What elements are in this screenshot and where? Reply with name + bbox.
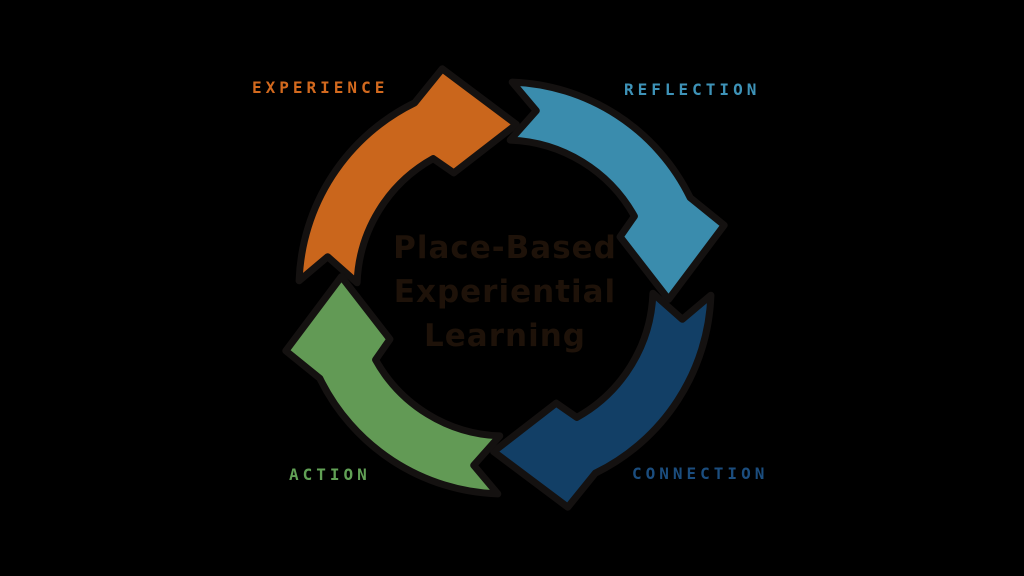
arrow-reflection <box>506 78 728 303</box>
title-line-3: Learning <box>424 318 586 354</box>
stage-label-action: ACTION <box>289 465 371 484</box>
stage-label-reflection: REFLECTION <box>624 80 761 99</box>
arrow-connection <box>490 289 715 511</box>
title-line-1: Place-Based <box>393 230 617 266</box>
arrow-action <box>282 273 504 498</box>
stage-label-experience: EXPERIENCE <box>252 78 389 97</box>
diagram-title: Place-Based Experiential Learning <box>305 226 705 358</box>
stage-label-connection: CONNECTION <box>632 464 769 483</box>
arrow-experience <box>295 65 520 287</box>
title-line-2: Experiential <box>393 274 617 310</box>
